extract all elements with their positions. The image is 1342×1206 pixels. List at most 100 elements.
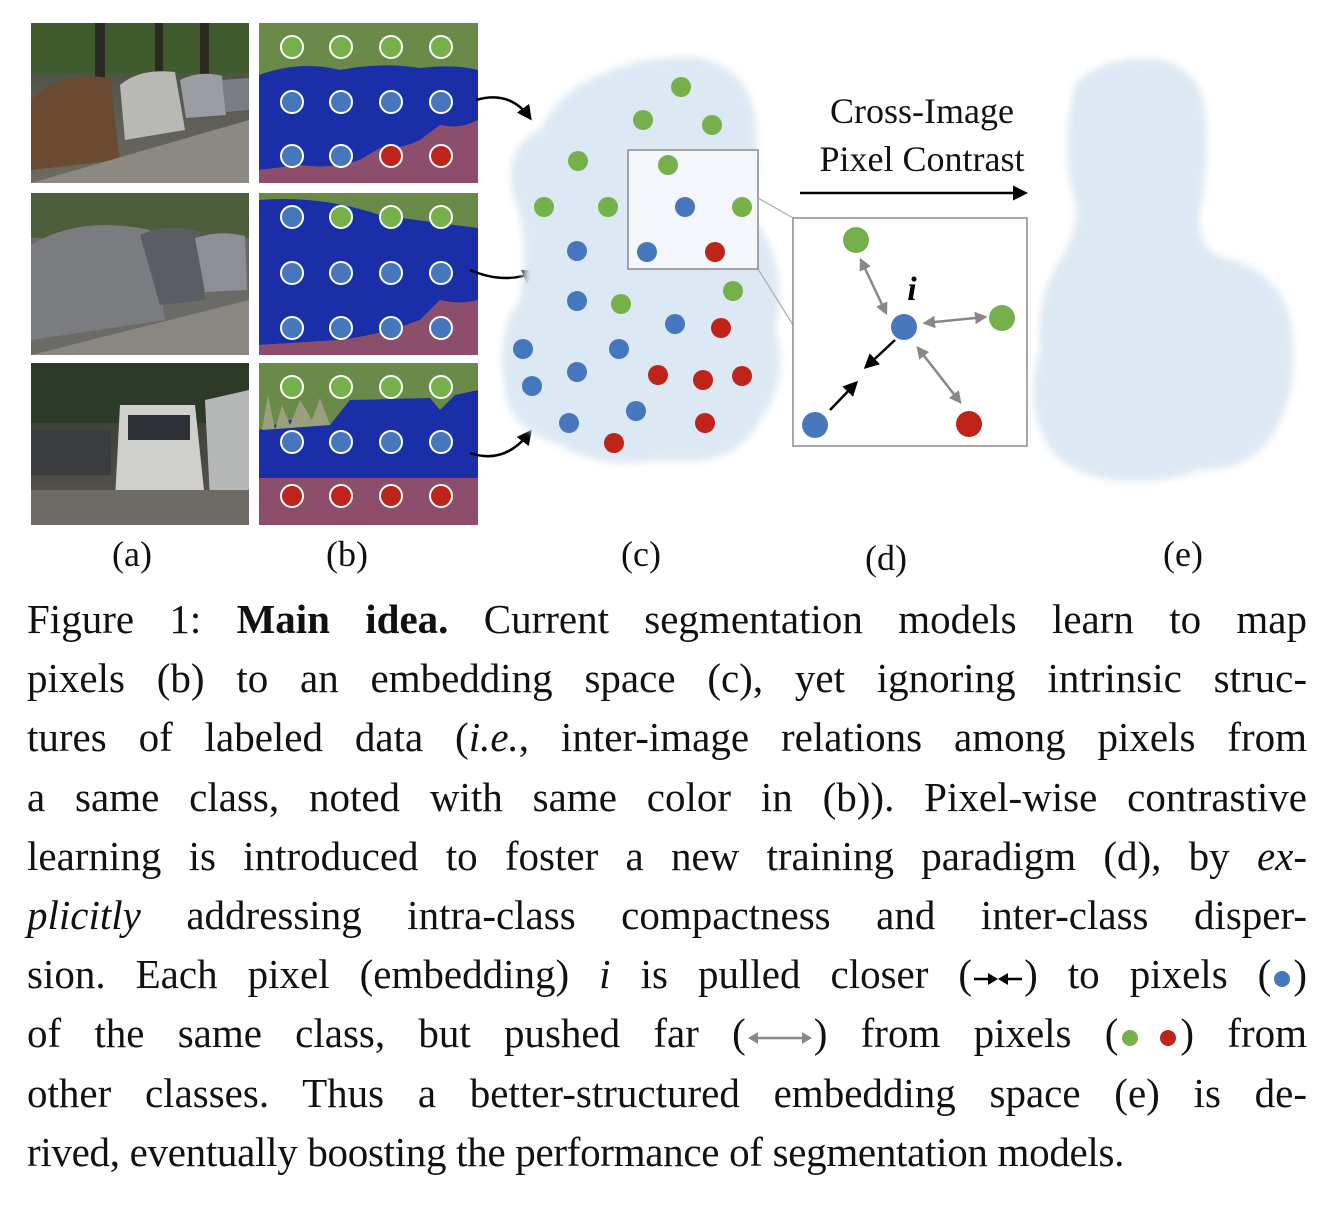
caption-text: ): [1293, 951, 1307, 998]
panel-label-c: (c): [621, 534, 661, 574]
label-dot: [329, 430, 353, 454]
label-dot: [280, 35, 304, 59]
panel-label-b: (b): [326, 534, 368, 574]
caption-text: addressing intra-class compactness and i…: [140, 891, 1307, 938]
caption-line-3: tures of labeled data (i.e., inter-image…: [27, 708, 1307, 767]
figure-1: Cross-Image Pixel Contrast i (a) (b) (c)…: [0, 0, 1342, 590]
embedding-dot: [711, 318, 731, 338]
label-dot: [379, 484, 403, 508]
caption-line-9: other classes. Thus a better-structured …: [27, 1069, 1307, 1116]
label-dot: [379, 316, 403, 340]
caption-text: ) from pixels (: [813, 1010, 1119, 1057]
label-dot: [329, 375, 353, 399]
embedding-dot: [534, 197, 554, 217]
label-dot: [280, 484, 304, 508]
label-dot: [280, 316, 304, 340]
caption-italic: plicitly: [27, 891, 141, 938]
embedding-dot: [705, 242, 725, 262]
label-dot: [280, 205, 304, 229]
label-dot: [379, 375, 403, 399]
label-dot: [429, 430, 453, 454]
arrow-label-line1: Cross-Image: [830, 91, 1014, 131]
green-red-dots-icon: [1122, 1029, 1177, 1046]
caption-title: Main idea.: [236, 596, 449, 642]
label-dot: [429, 205, 453, 229]
embedding-dot: [567, 291, 587, 311]
embedding-dot: [648, 365, 668, 385]
street-photo-1: [31, 23, 249, 183]
label-dot: [329, 261, 353, 285]
label-dot: [280, 90, 304, 114]
arrow-label-line2: Pixel Contrast: [820, 139, 1025, 179]
label-dot: [329, 316, 353, 340]
label-dot: [329, 205, 353, 229]
caption-italic: i.e.: [468, 714, 519, 761]
label-dot: [429, 375, 453, 399]
figure-caption: Figure 1: Main idea. Current segmentatio…: [27, 590, 1307, 1182]
label-dot: [429, 316, 453, 340]
caption-italic: i: [599, 951, 611, 998]
embedding-dot: [633, 110, 653, 130]
embedding-dot: [611, 294, 631, 314]
caption-line-7: sion. Each pixel (embedding) i is pulled…: [27, 945, 1307, 1004]
caption-line-4: a same class, noted with same color in (…: [27, 773, 1307, 820]
label-dot: [429, 144, 453, 168]
contrast-diagram: i: [802, 227, 1015, 438]
label-dot: [429, 261, 453, 285]
street-photo-2: [31, 193, 249, 355]
caption-line-8: of the same class, but pushed far () fro…: [27, 1004, 1307, 1063]
arrow-b1-to-c: [475, 96, 532, 121]
caption-line-6: plicitly addressing intra-class compactn…: [27, 886, 1307, 945]
embedding-dot: [609, 339, 629, 359]
caption-italic: ex-: [1256, 832, 1307, 879]
caption-text: ) from: [1180, 1010, 1307, 1057]
caption-line-1: Figure 1: Main idea. Current segmentatio…: [27, 590, 1307, 649]
anchor-label-i: i: [907, 271, 917, 308]
embedding-dot: [671, 77, 691, 97]
label-dot: [329, 144, 353, 168]
embedding-dot: [568, 151, 588, 171]
arrow-b3-to-c: [469, 429, 532, 458]
embedding-dot: [626, 401, 646, 421]
embedding-dot: [513, 339, 533, 359]
embedding-dot: [732, 366, 752, 386]
embedding-dot: [604, 433, 624, 453]
caption-text: tures of labeled data (: [27, 714, 469, 761]
embedding-cloud-e: [1033, 59, 1294, 482]
push-arrows-icon: [747, 1031, 812, 1044]
embedding-dot: [637, 242, 657, 262]
blue-dot-icon: [1274, 970, 1291, 987]
street-photo-3: [31, 363, 249, 525]
embedding-dot: [559, 413, 579, 433]
caption-line-2: pixels (b) to an embedding space (c), ye…: [27, 655, 1307, 702]
label-dot: [280, 430, 304, 454]
label-dot: [379, 90, 403, 114]
pull-arrows-icon: [974, 972, 1023, 985]
caption-text: ) to pixels (: [1024, 951, 1272, 998]
figure-label: Figure 1:: [27, 596, 237, 642]
embedding-dot: [665, 314, 685, 334]
label-dot: [280, 375, 304, 399]
label-dot: [429, 90, 453, 114]
label-dot: [379, 261, 403, 285]
label-dot: [429, 35, 453, 59]
embedding-dot: [567, 362, 587, 382]
label-dot: [379, 35, 403, 59]
embedding-dot: [658, 155, 678, 175]
panel-label-d: (d): [865, 538, 907, 578]
embedding-dot: [693, 370, 713, 390]
caption-text: , inter-image relations among pixels fro…: [518, 714, 1308, 761]
embedding-dot: [567, 241, 587, 261]
embedding-dot: [702, 115, 722, 135]
caption-text: Current segmentation models learn to map: [448, 596, 1307, 642]
label-dot: [280, 261, 304, 285]
embedding-dot: [695, 413, 715, 433]
panel-label-e: (e): [1163, 534, 1203, 574]
caption-text: is pulled closer (: [610, 951, 973, 998]
label-dot: [329, 484, 353, 508]
label-dot: [379, 205, 403, 229]
label-dot: [280, 144, 304, 168]
embedding-dot: [732, 197, 752, 217]
label-dot: [329, 35, 353, 59]
embedding-dot: [598, 197, 618, 217]
